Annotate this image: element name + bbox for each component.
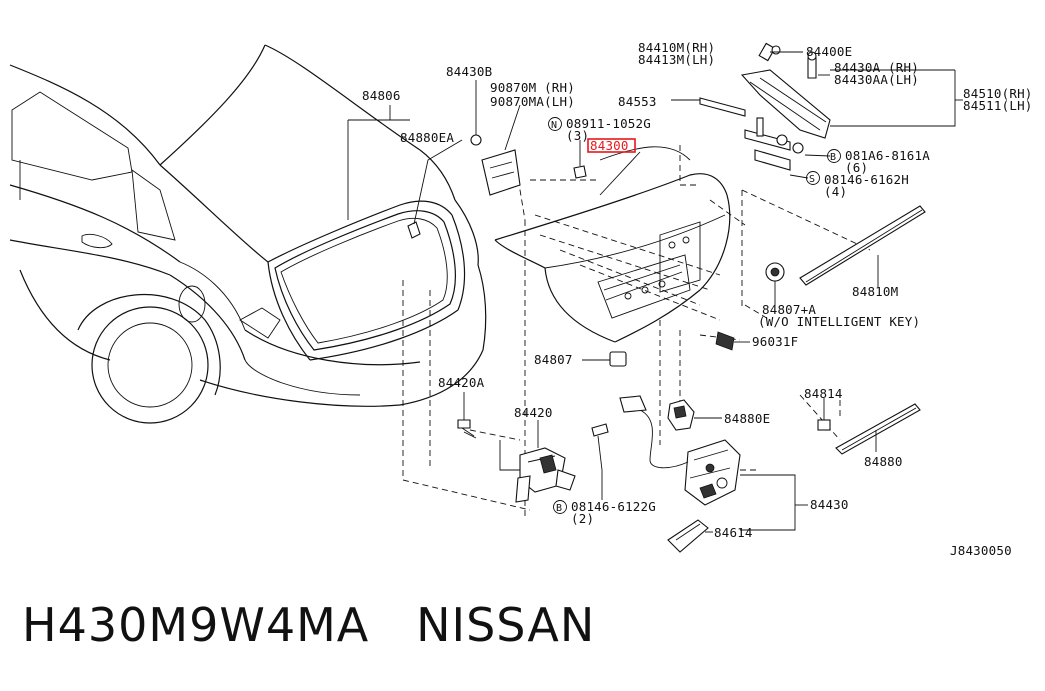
switch-84880e	[667, 399, 722, 431]
label-08146g-qty: (2)	[571, 511, 594, 526]
label-84410m: 84410M(RH)	[638, 40, 715, 55]
grommet-84807a	[765, 262, 785, 305]
part-number-caption: H430M9W4MA NISSAN	[22, 598, 596, 652]
label-84553: 84553	[618, 94, 657, 109]
label-08146h-qty: (4)	[824, 184, 847, 199]
bracket-90870m	[347, 80, 521, 220]
label-96031f: 96031F	[752, 334, 798, 349]
trunk-lid-84300	[494, 146, 731, 343]
label-08146g: 08146-6122G	[571, 499, 656, 514]
label-84420a: 84420A	[438, 375, 485, 390]
diagram-ref-code: J8430050	[950, 543, 1012, 558]
b-symbol-081a6-text: B	[830, 152, 836, 163]
garnish-84880	[835, 403, 921, 455]
label-84807a: 84807+A	[762, 302, 816, 317]
clip-84814	[817, 398, 831, 431]
label-84880: 84880	[864, 454, 903, 469]
garnish-84810m	[799, 205, 926, 287]
label-08911: 08911-1052G	[566, 116, 651, 131]
label-84880ea: 84880EA	[400, 130, 454, 145]
clip-96031f	[715, 331, 750, 351]
label-081a6-qty: (6)	[845, 160, 868, 175]
bolt-84420a	[457, 392, 477, 439]
label-84806: 84806	[362, 88, 401, 103]
striker-84420	[499, 420, 576, 503]
b-symbol-08146g-text: B	[556, 503, 562, 514]
cover-84614	[667, 519, 713, 553]
n-symbol: N	[548, 117, 562, 131]
bolt-08146g	[591, 423, 609, 500]
car-body-drawing	[9, 44, 487, 424]
label-84430b: 84430B	[446, 64, 492, 79]
label-90870m: 90870M (RH)	[490, 80, 575, 95]
nut-08911	[573, 140, 587, 179]
clip-84880ea	[407, 139, 463, 239]
label-84807a-note: (W/O INTELLIGENT KEY)	[758, 314, 920, 329]
hinge-assembly	[671, 42, 963, 179]
label-84880e: 84880E	[724, 411, 770, 426]
cable-harness	[619, 395, 689, 469]
bumper-84807	[582, 351, 627, 367]
s-symbol-08146h-text: S	[809, 174, 815, 185]
label-84810m: 84810M	[852, 284, 898, 299]
label-84400e: 84400E	[806, 44, 852, 59]
label-84614: 84614	[714, 525, 753, 540]
part-labels: 84806 84880EA 84430B 90870M (RH) 90870MA…	[362, 40, 1033, 558]
label-84430: 84430	[810, 497, 849, 512]
lock-84430	[684, 439, 808, 531]
label-84511: 84511(LH)	[963, 98, 1033, 113]
b-symbol-081a6: B	[827, 149, 841, 163]
label-84430aa: 84430AA(LH)	[834, 72, 919, 87]
b-symbol-08146g: B	[553, 500, 567, 514]
s-symbol-08146h: S	[806, 171, 820, 185]
label-84300: 84300	[590, 138, 629, 153]
reference-dashes	[402, 145, 871, 520]
label-84510: 84510(RH)	[963, 86, 1033, 101]
label-90870ma: 90870MA(LH)	[490, 94, 575, 109]
label-08911-qty: (3)	[566, 128, 589, 143]
n-symbol-text: N	[551, 120, 557, 131]
label-84420: 84420	[514, 405, 553, 420]
highlight-box-84300	[587, 138, 636, 153]
label-84430a: 84430A (RH)	[834, 60, 919, 75]
label-081a6: 081A6-8161A	[845, 148, 930, 163]
label-84413m: 84413M(LH)	[638, 52, 715, 67]
label-84814: 84814	[804, 386, 843, 401]
label-84807: 84807	[534, 352, 573, 367]
label-08146h: 08146-6162H	[824, 172, 909, 187]
